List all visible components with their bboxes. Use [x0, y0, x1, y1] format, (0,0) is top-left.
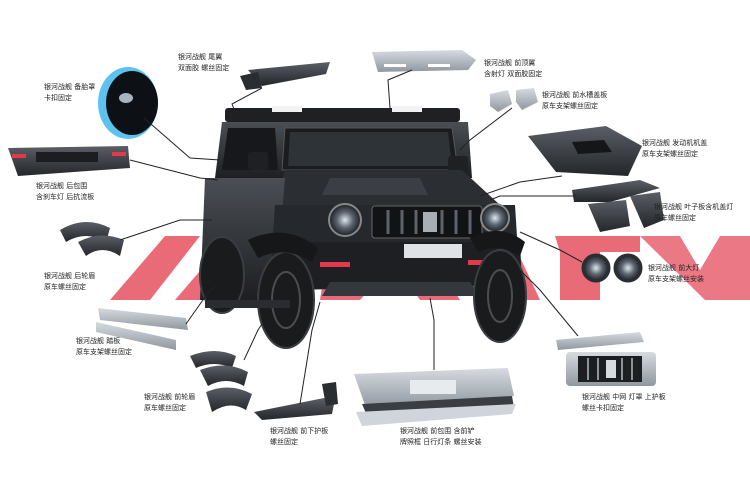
label-front-bumper: 银河战舰 前包围 含前铲牌照框 日行灯条 螺丝安装 — [400, 427, 482, 446]
label-roof-wing: 银河战舰 前顶翼含射灯 双面胶固定 — [484, 59, 543, 78]
spare-tire-cover-part — [98, 67, 158, 139]
front-skid-plate-part — [254, 382, 338, 420]
fender-cover-part — [572, 180, 664, 232]
label-grille: 银河战舰 中网 灯罩 上护板螺丝卡扣固定 — [582, 393, 666, 412]
label-side-step: 银河战舰 踏板原车支架螺丝固定 — [76, 337, 132, 356]
side-step-part — [96, 308, 188, 350]
water-tank-cover-part — [490, 88, 538, 112]
rear-wheel-arch-part — [60, 221, 124, 256]
headlight-part — [581, 253, 643, 283]
label-spare-tire-cover: 银河战舰 备胎罩卡扣固定 — [44, 83, 96, 102]
label-rear-wing: 银河战舰 尾翼双面胶 螺丝固定 — [178, 53, 230, 72]
rear-bumper-part — [8, 146, 130, 176]
label-front-wheel-arch: 银河战舰 前轮眉原车螺丝固定 — [144, 393, 196, 412]
front-wheel-arch-part — [190, 351, 252, 412]
label-front-skid-plate: 银河战舰 前下护板螺丝固定 — [270, 427, 329, 446]
label-headlight: 银河战舰 前大灯原车支架螺丝安装 — [648, 264, 704, 283]
label-rear-wheel-arch: 银河战舰 后轮眉原车螺丝固定 — [44, 272, 96, 291]
front-bumper-part — [354, 368, 516, 426]
label-fender-cover: 银河战舰 叶子板含机盖灯原车螺丝固定 — [654, 203, 734, 222]
leader-lines — [119, 69, 583, 405]
grille-part — [556, 332, 656, 386]
rear-wing-part — [240, 62, 330, 90]
vehicle-body — [199, 106, 527, 349]
label-rear-bumper: 银河战舰 后包围含刹车灯 后抗流板 — [36, 182, 95, 201]
hood-part — [528, 126, 642, 176]
roof-wing-part — [372, 50, 476, 72]
label-hood: 银河战舰 发动机机盖原车支架螺丝固定 — [642, 139, 708, 158]
label-water-tank-cover: 银河战舰 前水槽盖板原车支架螺丝固定 — [542, 91, 608, 110]
